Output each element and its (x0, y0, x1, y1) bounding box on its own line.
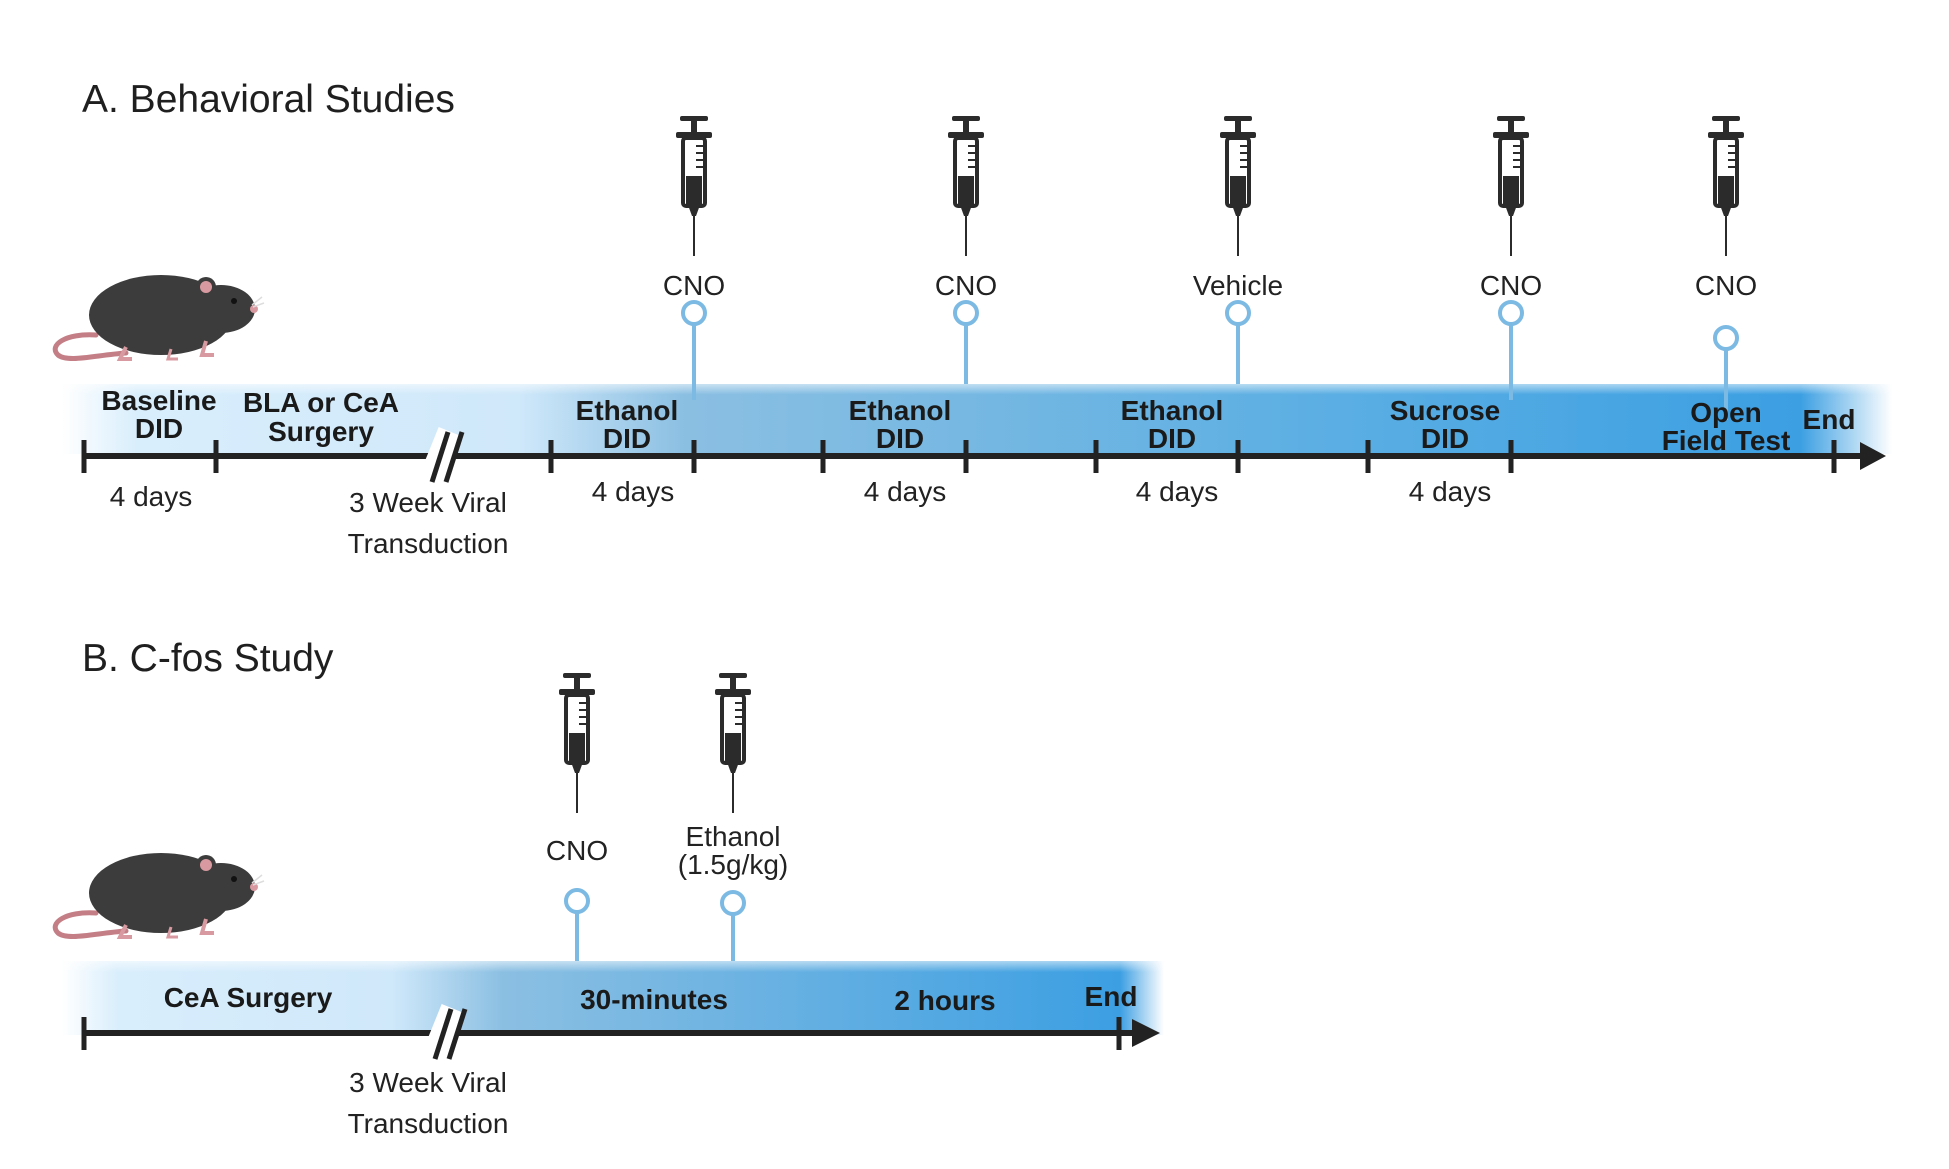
panel-a-band-fade (62, 384, 1892, 454)
duration-label: 4 days (1136, 476, 1219, 507)
panel-a-title: A. Behavioral Studies (82, 78, 455, 121)
injection-label: CNO (1480, 270, 1542, 301)
phase-label: Ethanol (1121, 395, 1224, 426)
duration-label: 4 days (592, 476, 675, 507)
panel-b: B. C-fos Study CNO Ethanol (1.5g/kg) CeA… (55, 637, 1164, 1139)
syringe-icon (674, 114, 714, 258)
phase-label: Ethanol (576, 395, 679, 426)
phase-label: 2 hours (894, 985, 995, 1016)
syringe-icon (1706, 114, 1746, 258)
panel-a-injection-pins (681, 300, 1739, 420)
panel-b-title: B. C-fos Study (82, 637, 334, 680)
phase-label: Baseline (101, 385, 216, 416)
syringe-icon (1218, 114, 1258, 258)
end-label: End (1085, 981, 1138, 1012)
duration-label: 4 days (110, 481, 193, 512)
injection-label: CNO (935, 270, 997, 301)
phase-label: BLA or CeA (243, 387, 399, 418)
injection-label: (1.5g/kg) (678, 849, 789, 880)
phase-label: DID (603, 423, 651, 454)
phase-label: DID (1148, 423, 1196, 454)
panel-b-band-fade (62, 961, 1164, 1035)
phase-label: Ethanol (849, 395, 952, 426)
phase-label: Surgery (268, 416, 374, 447)
syringe-icon (557, 671, 597, 815)
duration-label: 4 days (864, 476, 947, 507)
injection-label: CNO (1695, 270, 1757, 301)
phase-label: DID (1421, 423, 1469, 454)
phase-label: Field Test (1662, 425, 1791, 456)
phase-label: CeA Surgery (164, 982, 333, 1013)
transduction-label: 3 Week Viral (349, 487, 507, 518)
panel-b-timeline-axis (81, 1004, 1160, 1062)
phase-label: Sucrose (1390, 395, 1501, 426)
mouse-icon (55, 275, 264, 359)
injection-label: Ethanol (686, 821, 781, 852)
transduction-label: 3 Week Viral (349, 1067, 507, 1098)
phase-label: Open (1690, 397, 1762, 428)
end-label: End (1803, 404, 1856, 435)
panel-b-injection-pins (564, 888, 746, 961)
panel-a-timeline-axis (81, 427, 1886, 485)
mouse-icon (55, 853, 264, 937)
phase-label: DID (135, 413, 183, 444)
syringe-icon (1491, 114, 1531, 258)
duration-label: 4 days (1409, 476, 1492, 507)
injection-label: Vehicle (1193, 270, 1283, 301)
syringe-icon (946, 114, 986, 258)
panel-a: A. Behavioral Studies CNO CNO Vehicle CN… (55, 78, 1892, 559)
phase-label: 30-minutes (580, 984, 728, 1015)
injection-label: CNO (546, 835, 608, 866)
transduction-label: Transduction (348, 1108, 509, 1139)
phase-label: DID (876, 423, 924, 454)
injection-label: CNO (663, 270, 725, 301)
transduction-label: Transduction (348, 528, 509, 559)
syringe-icon (713, 671, 753, 815)
